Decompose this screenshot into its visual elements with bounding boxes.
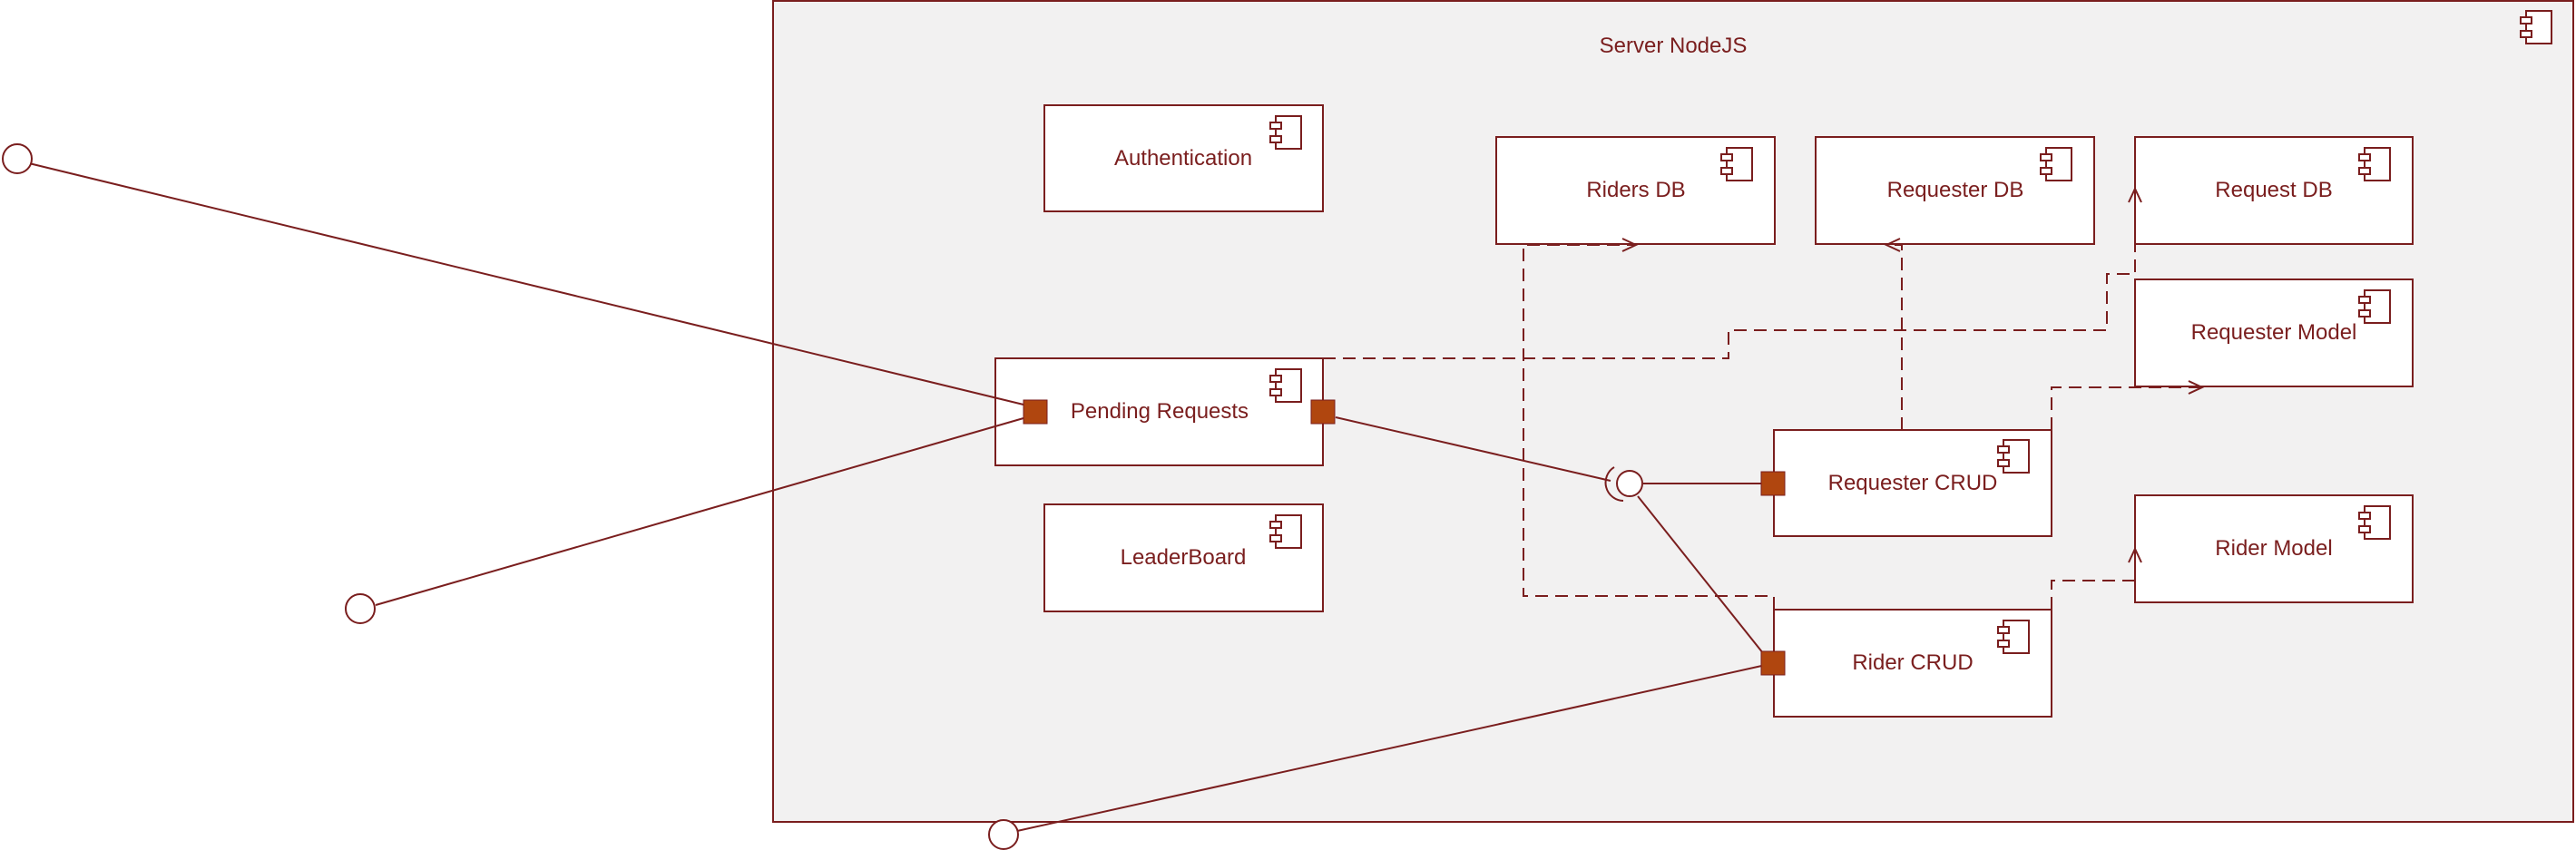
provided-interface-icon[interactable]	[988, 819, 1019, 850]
pending-requests-component[interactable]: Pending Requests	[994, 357, 1324, 466]
rider-crud-component[interactable]: Rider CRUD	[1773, 609, 2052, 718]
arrowhead	[2128, 546, 2142, 563]
assembly-connector-icon[interactable]	[1604, 466, 1643, 502]
requester-model-label: Requester Model	[2191, 320, 2357, 345]
dependency-rider-crud-to-riders-db	[1523, 244, 1775, 610]
request-db-label: Request DB	[2215, 178, 2332, 202]
component-icon	[1997, 439, 2030, 474]
connector-rider-crud	[1637, 495, 1768, 659]
rider-model-component[interactable]: Rider Model	[2134, 494, 2414, 603]
component-icon	[2358, 289, 2391, 324]
component-icon	[2040, 147, 2072, 181]
requester-crud-label: Requester CRUD	[1828, 471, 1998, 495]
component-icon	[1269, 514, 1302, 549]
requester-crud-component[interactable]: Requester CRUD	[1773, 429, 2052, 537]
leaderboard-label: LeaderBoard	[1121, 545, 1247, 570]
rider-crud-label: Rider CRUD	[1852, 650, 1973, 675]
component-icon	[2358, 505, 2391, 540]
connector-lines	[28, 162, 1768, 832]
riders-db-label: Riders DB	[1586, 178, 1685, 202]
port-pending-left[interactable]	[1023, 399, 1048, 425]
arrowhead	[1621, 238, 1639, 252]
port-pending-right[interactable]	[1310, 399, 1336, 425]
requester-model-component[interactable]: Requester Model	[2134, 278, 2414, 387]
dependency-pending-to-request-db	[1323, 191, 2136, 359]
authentication-component[interactable]: Authentication	[1043, 104, 1324, 212]
requester-db-label: Requester DB	[1887, 178, 2024, 202]
dependency-requester-crud-to-requester-db	[1888, 244, 1903, 430]
dependency-lines	[1323, 186, 2205, 610]
riders-db-component[interactable]: Riders DB	[1495, 136, 1776, 245]
leaderboard-component[interactable]: LeaderBoard	[1043, 503, 1324, 612]
server-title: Server NodeJS	[1600, 34, 1748, 58]
port-rider-crud[interactable]	[1760, 650, 1786, 676]
dependency-requester-crud-to-requester-model	[2051, 386, 2202, 430]
arrowhead	[2128, 186, 2142, 203]
connector-pending-to-crud	[1335, 416, 1611, 482]
arrowhead	[1884, 238, 1901, 252]
component-icon	[2358, 147, 2391, 181]
connector-leaderboard-interface	[1016, 664, 1767, 832]
component-icon	[1997, 620, 2030, 654]
dependency-rider-crud-to-rider-model	[2051, 551, 2136, 610]
provided-interface-icon[interactable]	[345, 593, 376, 624]
rider-model-label: Rider Model	[2215, 536, 2332, 561]
arrowhead	[2188, 380, 2205, 395]
connector-pending-interface	[375, 417, 1024, 606]
component-icon	[1720, 147, 1753, 181]
connector-auth-interface	[28, 162, 1024, 405]
port-requester-crud[interactable]	[1760, 471, 1786, 496]
component-icon	[1269, 115, 1302, 150]
component-icon	[2520, 10, 2552, 44]
provided-interface-icon[interactable]	[2, 143, 33, 174]
request-db-component[interactable]: Request DB	[2134, 136, 2414, 245]
component-icon	[1269, 368, 1302, 403]
requester-db-component[interactable]: Requester DB	[1815, 136, 2095, 245]
pending-requests-label: Pending Requests	[1071, 399, 1249, 424]
authentication-label: Authentication	[1114, 146, 1252, 171]
